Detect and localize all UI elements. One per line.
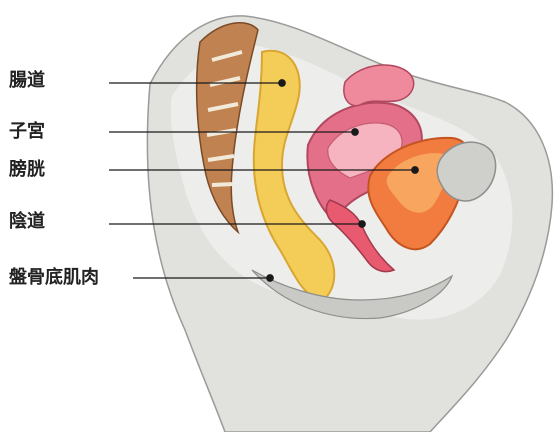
leader-dot-bladder (412, 167, 418, 173)
leader-dot-pelvic-floor (267, 275, 273, 281)
leader-dot-uterus (352, 129, 358, 135)
leader-dot-intestine (279, 80, 285, 86)
leader-dot-vagina (359, 221, 365, 227)
